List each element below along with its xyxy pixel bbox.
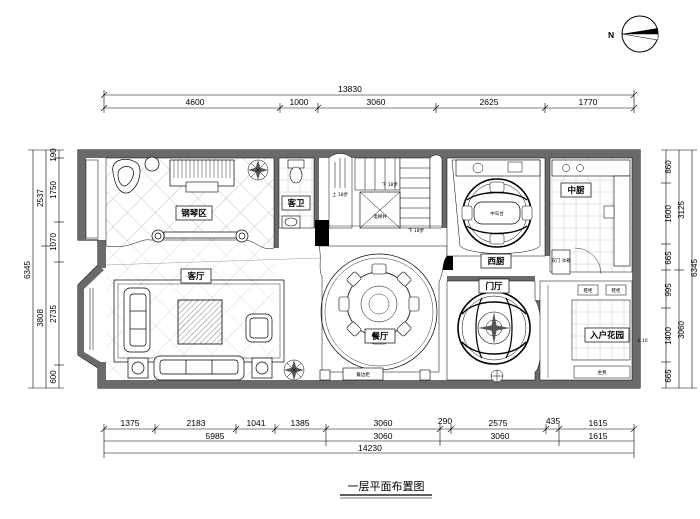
dim-bottom-seg: 5985 xyxy=(206,431,225,441)
plan-title: 一层平面布置图 xyxy=(348,480,425,493)
console-table xyxy=(151,229,249,243)
dim-left-inner: 1070 xyxy=(49,233,58,251)
side-tables xyxy=(127,357,273,379)
dim-bottom-seg: 1385 xyxy=(291,418,310,428)
island-label: 中岛台 xyxy=(490,210,504,217)
stair-down-label: 下 18步 xyxy=(382,182,399,188)
dim-bottom-seg: 1615 xyxy=(589,418,608,428)
room-label-guest-bath: 客卫 xyxy=(286,198,305,209)
dim-top-total: 13830 xyxy=(338,84,362,94)
coffee-table xyxy=(177,299,223,345)
room-label-piano: 钢琴区 xyxy=(181,208,207,219)
seat-label: 坐凳 xyxy=(598,369,607,376)
armchair-right xyxy=(245,313,273,343)
dim-top-seg: 2625 xyxy=(480,97,499,107)
dim-right-mid: 3125 xyxy=(677,201,686,219)
room-label-dining: 餐厅 xyxy=(370,331,389,342)
dim-right-inner: 665 xyxy=(664,369,673,383)
room-label-chinese-kitchen: 中厨 xyxy=(567,185,585,196)
dim-left-mid: 2537 xyxy=(36,189,45,207)
sideboard-label: 餐边柜 xyxy=(356,371,370,378)
dim-bottom-seg: 435 xyxy=(546,416,560,426)
dim-right-inner: 665 xyxy=(664,251,673,265)
foyer xyxy=(446,280,542,381)
drawing-title: 一层平面布置图 xyxy=(340,480,432,499)
piano-armchair xyxy=(112,156,160,194)
dim-left-mid: 3808 xyxy=(36,309,45,327)
dim-bottom-seg: 1041 xyxy=(247,418,266,428)
flower-icon xyxy=(490,369,504,383)
north-label: N xyxy=(608,30,614,40)
dim-right-mid: 3060 xyxy=(677,321,686,339)
dim-bottom-seg: 3060 xyxy=(374,431,393,441)
outer-walls xyxy=(77,149,641,389)
dim-left-inner: 2735 xyxy=(49,305,58,323)
dim-right-inner: 1600 xyxy=(664,205,673,223)
dim-bottom-seg: 290 xyxy=(438,416,452,426)
dim-left-total: 6345 xyxy=(23,261,32,279)
dim-bottom-seg: 2183 xyxy=(187,418,206,428)
elevator-label: 电梯井 xyxy=(373,213,387,220)
dims-top xyxy=(100,90,638,113)
dims-left xyxy=(28,149,64,389)
north-arrow: N xyxy=(608,15,659,53)
elevator-shaft: 电梯井 xyxy=(359,191,401,229)
dims-right xyxy=(661,149,697,389)
dim-right-inner: 1400 xyxy=(664,327,673,345)
dim-top-seg: 4600 xyxy=(186,97,205,107)
fridge-label: 双门 冰箱 xyxy=(551,257,571,264)
shoe-cabinet-label: 鞋柜 xyxy=(612,287,621,294)
dim-bottom-seg: 1615 xyxy=(589,431,608,441)
dim-top-seg: 1770 xyxy=(579,97,598,107)
sofa-bottom xyxy=(153,355,245,381)
room-label-living: 客厅 xyxy=(186,271,205,282)
guest-bath xyxy=(278,157,315,229)
small-table-icons xyxy=(319,369,431,381)
dim-bottom-seg: 3060 xyxy=(374,418,393,428)
sofa-left xyxy=(123,287,151,353)
flower-icon xyxy=(247,159,269,181)
staircase xyxy=(328,153,443,229)
dim-bottom-seg: 1375 xyxy=(121,418,140,428)
dim-bottom-seg: 2575 xyxy=(489,418,508,428)
dim-left-inner: 1750 xyxy=(49,181,58,199)
room-label-foyer: 门厅 xyxy=(485,281,503,292)
room-labels: 钢琴区 客厅 客卫 餐厅 西厨 中厨 门厅 入户花园 xyxy=(175,182,630,344)
dim-right-inner: 860 xyxy=(664,160,673,174)
dims-bottom xyxy=(100,424,638,458)
stair-down-label: 下 18步 xyxy=(408,228,425,234)
dim-bottom-seg: 3060 xyxy=(491,431,510,441)
chinese-kitchen: 双门 冰箱 xyxy=(549,157,633,275)
dim-bottom-total: 14230 xyxy=(358,443,382,453)
flower-icon xyxy=(283,359,305,381)
piano xyxy=(169,159,235,193)
dim-top-seg: 3060 xyxy=(367,97,386,107)
dim-top-seg: 1000 xyxy=(290,97,309,107)
stair-up-label: 上 18步 xyxy=(332,191,349,198)
dim-left-inner: 600 xyxy=(49,370,58,384)
shoe-cabinet-label: 鞋柜 xyxy=(584,287,593,294)
dim-right-inner: 995 xyxy=(664,283,673,297)
dim-right-total: 6345 xyxy=(690,259,699,277)
sideboard: 餐边柜 xyxy=(342,367,384,381)
dim-left-inner: 190 xyxy=(49,148,58,162)
room-label-western-kitchen: 西厨 xyxy=(487,256,505,267)
level-label: -2.10 xyxy=(636,338,648,344)
room-label-entry-garden: 入户花园 xyxy=(589,330,624,341)
western-kitchen: 中岛台 xyxy=(446,157,546,257)
